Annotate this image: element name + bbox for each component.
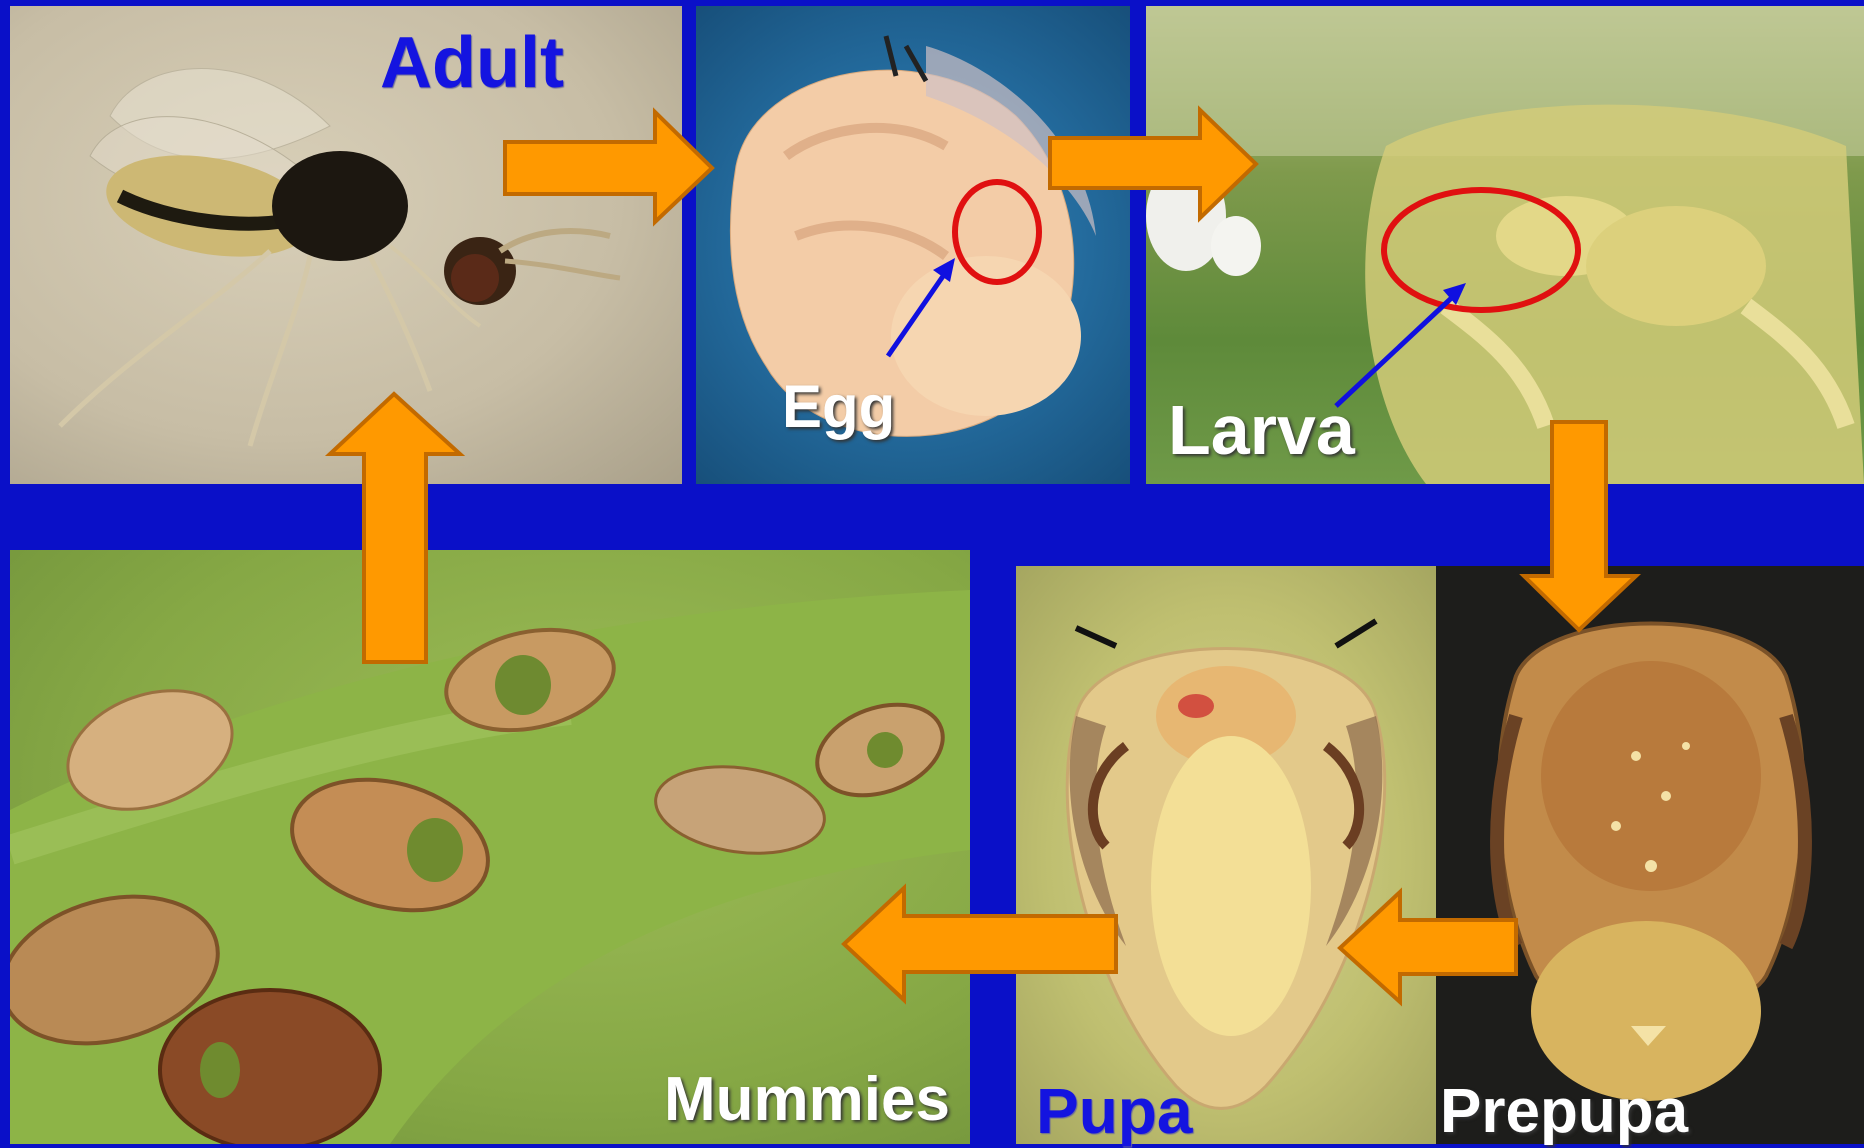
stage-label-mummies: Mummies — [664, 1064, 950, 1135]
egg-photo-panel — [696, 6, 1130, 484]
adult-wasp-illustration — [10, 6, 682, 484]
mummies-leaf-illustration — [10, 550, 970, 1144]
pupa-illustration — [1016, 566, 1436, 1144]
egg-nymph-illustration — [696, 6, 1130, 484]
prepupa-photo-panel — [1436, 566, 1864, 1144]
stage-label-adult: Adult — [380, 22, 564, 104]
adult-photo-panel — [10, 6, 682, 484]
prepupa-illustration — [1436, 566, 1864, 1144]
stage-label-larva: Larva — [1168, 390, 1355, 470]
stage-label-egg: Egg — [782, 372, 895, 441]
pupa-photo-panel — [1016, 566, 1436, 1144]
mummies-photo-panel — [10, 550, 970, 1144]
stage-label-pupa: Pupa — [1036, 1074, 1192, 1148]
stage-label-prepupa: Prepupa — [1440, 1076, 1688, 1147]
